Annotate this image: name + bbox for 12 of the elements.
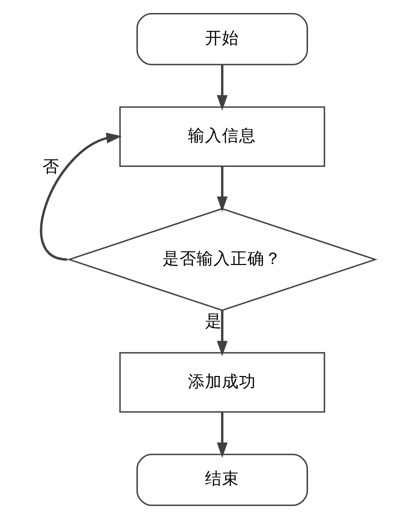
arrow: [40, 132, 122, 260]
node-box: 开始: [136, 12, 308, 65]
node-box: 输入信息: [119, 106, 326, 166]
edge-label: 否: [42, 156, 60, 176]
node-box: 结束: [136, 453, 308, 506]
node-box: 添加成功: [119, 352, 326, 412]
arrow: [216, 166, 228, 212]
edge-label: 是: [204, 311, 222, 330]
node-diamond: 是否输入正确？: [66, 207, 378, 311]
arrow: [216, 64, 228, 110]
arrow: [216, 412, 228, 458]
arrow: [216, 310, 228, 356]
